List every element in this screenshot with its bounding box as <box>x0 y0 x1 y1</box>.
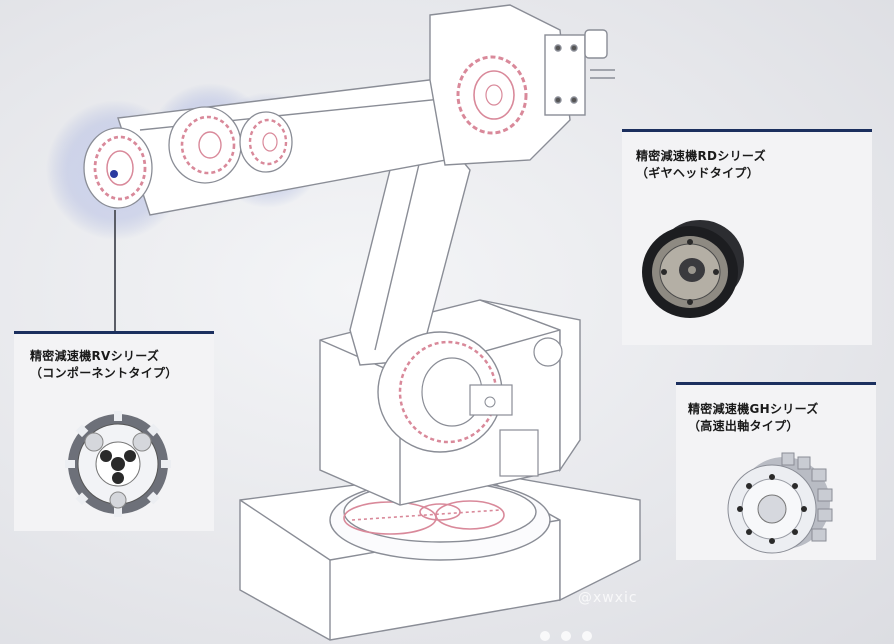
rd-series-title: 精密減速機RDシリーズ <box>636 149 766 163</box>
gh-series-callout: 精密減速機GHシリーズ （高速出軸タイプ） <box>676 382 876 560</box>
leader-line-wrist <box>114 210 116 331</box>
rd-gearhead-reducer-icon <box>642 220 744 318</box>
watermark-dots <box>540 631 592 641</box>
rv-series-callout: 精密減速機RVシリーズ （コンポーネントタイプ） <box>14 331 214 531</box>
rd-series-callout: 精密減速機RDシリーズ （ギヤヘッドタイプ） <box>622 129 872 345</box>
rd-series-subtitle: （ギヤヘッドタイプ） <box>636 166 760 180</box>
rv-reducer-gear-icon <box>65 411 171 517</box>
wrist-reducers <box>83 106 293 209</box>
base-reducer <box>343 500 505 535</box>
gh-series-subtitle: （高速出軸タイプ） <box>688 419 799 433</box>
elbow-reducer <box>456 55 528 135</box>
shoulder-reducer <box>377 331 563 477</box>
gh-series-title: 精密減速機GHシリーズ <box>688 402 819 416</box>
rv-series-subtitle: （コンポーネントタイプ） <box>30 366 178 380</box>
rv-series-title: 精密減速機RVシリーズ <box>30 349 160 363</box>
watermark-text: @xwxic <box>578 590 638 606</box>
gh-high-speed-reducer-icon <box>727 452 833 554</box>
